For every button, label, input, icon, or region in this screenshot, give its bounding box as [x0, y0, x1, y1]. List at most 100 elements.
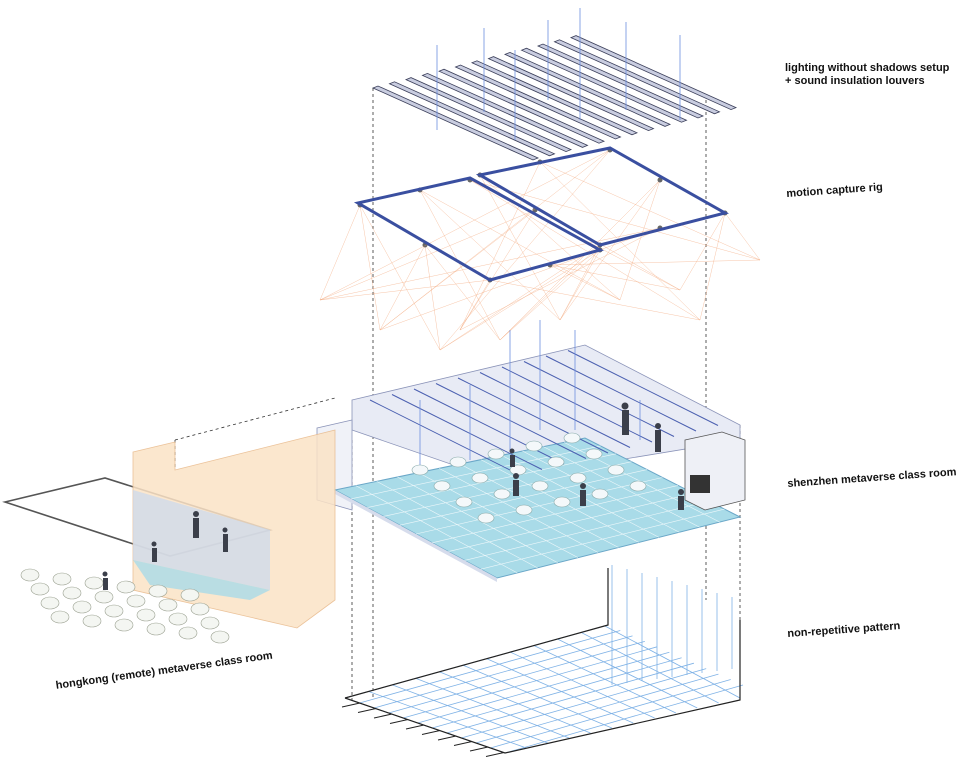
chair — [493, 488, 511, 500]
pattern-tick — [341, 702, 361, 708]
wall-fin — [413, 388, 565, 465]
pattern-line — [463, 664, 612, 729]
non-repetitive-pattern — [341, 565, 744, 757]
rig-beam — [359, 204, 441, 351]
pattern-line — [446, 662, 695, 734]
rig-beam — [699, 212, 726, 321]
wall-fin — [479, 372, 631, 448]
floor-grid-line — [448, 493, 694, 552]
floor-grid-line — [464, 500, 710, 561]
chair — [563, 432, 581, 444]
rig-camera — [657, 177, 663, 183]
remote-interior-wall — [133, 490, 270, 590]
rig-beam — [424, 244, 441, 351]
floor-grid-line — [480, 508, 725, 570]
pattern-tick — [485, 752, 505, 757]
rig-beam — [419, 189, 501, 341]
remote-chair — [82, 614, 102, 628]
rig-beam — [379, 244, 426, 331]
rig-beam — [499, 249, 601, 341]
remote-chair — [116, 580, 136, 594]
rig-light-beams — [319, 147, 761, 351]
pattern-line — [510, 651, 655, 719]
rig-beam — [319, 279, 491, 301]
rig-beam — [379, 149, 611, 331]
louver-slat — [470, 60, 639, 136]
rig-beam — [549, 259, 761, 266]
louver-slat — [404, 77, 573, 153]
floor-grid-line — [432, 485, 679, 544]
remote-chair — [168, 612, 188, 626]
remote-chair — [50, 610, 70, 624]
wall-fin — [523, 361, 675, 437]
louver-slat — [569, 35, 738, 111]
rig-beam — [459, 161, 541, 331]
remote-chair — [114, 618, 134, 632]
pattern-line — [415, 677, 570, 739]
rig-beam — [724, 212, 761, 261]
chair — [591, 488, 609, 500]
rig-beam — [559, 249, 601, 321]
rig-beam — [559, 244, 601, 321]
pattern-line — [388, 640, 645, 714]
pattern-line — [439, 671, 591, 734]
rig-beam — [489, 279, 701, 321]
chair — [433, 480, 451, 492]
remote-chair — [30, 582, 50, 596]
louvers-layer — [371, 8, 738, 161]
remote-chair — [148, 584, 168, 598]
rig-beam — [459, 279, 491, 331]
wall-fin — [457, 377, 609, 454]
rig-beam — [319, 204, 361, 301]
chair — [585, 448, 603, 460]
chair — [487, 448, 505, 460]
rig-beam — [469, 179, 701, 321]
rig-frame-right — [475, 146, 729, 247]
pattern-line — [581, 632, 719, 704]
floor-grid-line — [383, 461, 632, 517]
pattern-line — [461, 668, 707, 739]
floor-grid-line — [367, 453, 617, 508]
chair — [629, 480, 647, 492]
rig-beam — [559, 179, 661, 321]
people — [509, 402, 684, 510]
rig-beam — [679, 212, 726, 291]
shenzhen-front-edge — [335, 490, 497, 582]
louver-slat — [503, 51, 672, 127]
rig-beam — [499, 179, 661, 341]
pattern-line — [359, 630, 621, 704]
chair — [569, 472, 587, 484]
remote-chair — [52, 572, 72, 586]
label-lighting-line1: lighting without shadows setup — [785, 62, 950, 74]
rig-beam — [439, 244, 601, 351]
pattern-tick — [373, 713, 393, 719]
pattern-line — [403, 646, 658, 719]
rig-beam — [319, 209, 536, 301]
chair — [607, 464, 625, 476]
louver-slat — [536, 43, 705, 119]
pattern-line — [432, 657, 682, 729]
remote-chair — [104, 604, 124, 618]
remote-chair — [62, 586, 82, 600]
pattern-tick — [469, 746, 489, 752]
louver-slat — [388, 81, 556, 157]
rig-beam — [424, 244, 501, 341]
rig-beam — [549, 264, 621, 301]
remote-chair — [40, 596, 60, 610]
chair — [531, 480, 549, 492]
rig-beam — [499, 244, 601, 341]
chair — [477, 512, 495, 524]
pattern-tick — [421, 730, 441, 735]
louver-slat — [553, 39, 721, 115]
wall-fin — [567, 350, 719, 426]
shenzhen-classroom — [316, 320, 746, 582]
hongkong-remote-classroom — [2, 429, 336, 644]
pattern-line — [533, 645, 677, 714]
remote-chair — [200, 616, 220, 630]
remote-chair — [72, 600, 92, 614]
pattern-line — [373, 635, 633, 709]
pattern-tick — [453, 741, 473, 746]
rig-beam — [459, 227, 661, 331]
remote-chair — [20, 568, 40, 582]
louver-slat — [371, 85, 540, 161]
